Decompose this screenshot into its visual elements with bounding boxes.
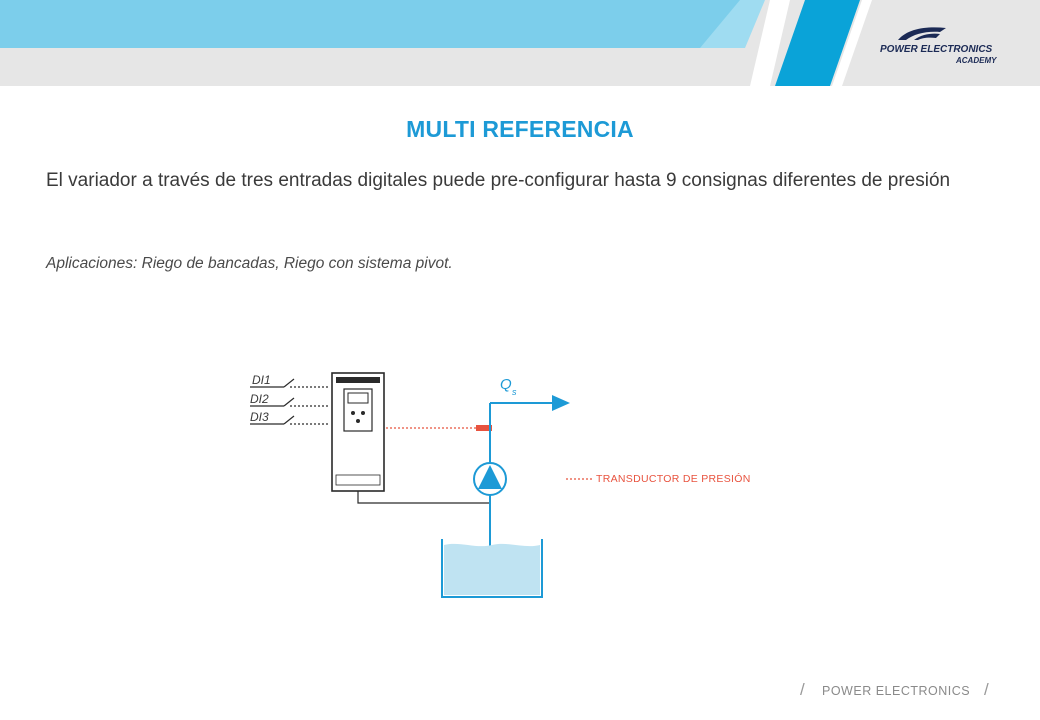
footer-slash-right: / [984,680,990,699]
multi-reference-diagram: DI1 DI2 DI3 Q s [250,372,751,598]
footer-slash-left: / [800,680,806,699]
power-electronics-academy-logo: POWER ELECTRONICS ACADEMY [868,26,1028,70]
logo-subtitle: ACADEMY [956,56,997,65]
slide-title: MULTI REFERENCIA [406,116,634,142]
header-banner: POWER ELECTRONICS ACADEMY [0,0,1040,86]
arrow-right-icon [552,395,570,411]
input-label-di1: DI1 [252,373,271,387]
logo-name: POWER ELECTRONICS [880,44,993,55]
slide-description: El variador a través de tres entradas di… [46,170,951,191]
tank-icon [441,539,543,598]
footer-brand: / POWER ELECTRONICS / [800,680,1000,705]
pump-icon [473,462,507,496]
footer-text: POWER ELECTRONICS [822,684,971,698]
drive-icon [331,372,385,492]
drive-pump-wire [357,491,491,504]
header-decoration [0,0,1040,86]
input-label-di2: DI2 [250,392,269,406]
input-label-di3: DI3 [250,410,269,424]
slide-applications: Aplicaciones: Riego de bancadas, Riego c… [46,255,453,272]
flow-symbol: Q [500,376,512,393]
input-switch-lines [250,378,330,425]
logo-swoosh-icon [898,27,946,40]
transducer-label: TRANSDUCTOR DE PRESIÓN [596,472,751,485]
flow-subscript: s [512,387,517,397]
digital-inputs: DI1 DI2 DI3 [250,373,271,424]
transducer-icon [476,425,492,431]
